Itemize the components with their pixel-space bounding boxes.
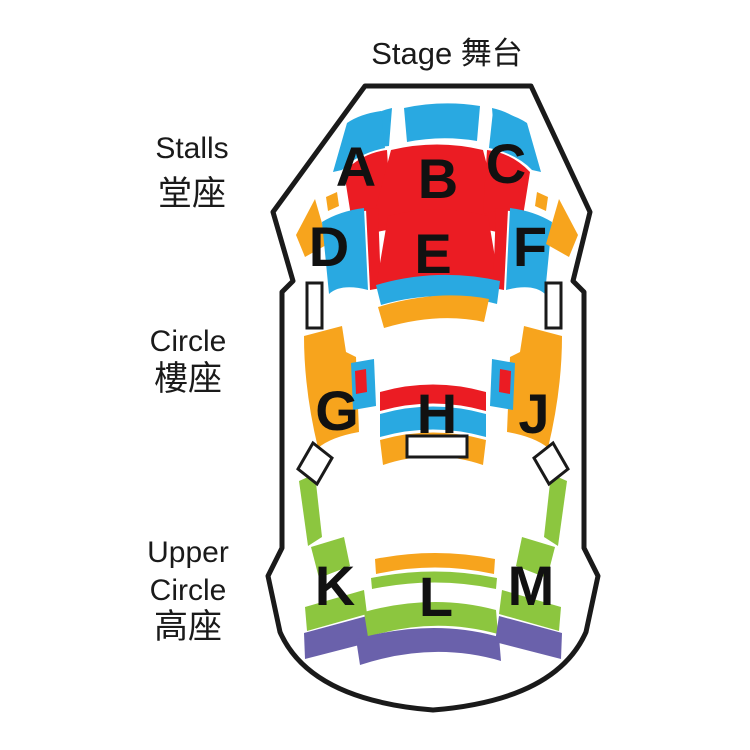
seat-section-circle-left-red[interactable] <box>355 369 367 394</box>
seat-section-circle-right-red[interactable] <box>499 369 511 394</box>
seat-section-stalls-B-red[interactable] <box>369 144 505 235</box>
door-stalls-left <box>305 281 324 330</box>
section-letter-F: F <box>513 215 547 278</box>
section-letter-L: L <box>419 565 453 628</box>
seat-section-stalls-D-blue[interactable] <box>322 208 368 294</box>
section-letter-B: B <box>418 147 458 210</box>
seat-section-stalls-front-center-blue[interactable] <box>404 103 480 142</box>
section-letter-H: H <box>417 382 457 445</box>
seat-section-upper-center-orange-arc[interactable] <box>375 553 495 574</box>
seat-section-upper-M-purple[interactable] <box>495 616 562 659</box>
section-letter-D: D <box>309 215 349 278</box>
doors-group <box>296 281 570 487</box>
seat-section-upper-center-green-arc[interactable] <box>371 571 497 590</box>
venue-outline <box>265 83 601 713</box>
seat-section-stalls-C-blue[interactable] <box>489 111 541 172</box>
circle-label-en: Circle <box>150 325 227 358</box>
stalls-label-en: Stalls <box>155 132 228 165</box>
upper-circle-label-en-1: Upper <box>147 536 229 569</box>
seat-section-stalls-F-orange-diamond[interactable] <box>546 199 578 257</box>
upper-circle-label-zh: 高座 <box>154 608 222 646</box>
upper-circle-label-en-2: Circle <box>150 574 227 607</box>
section-letter-A: A <box>336 135 376 198</box>
seat-blocks-group <box>296 103 578 665</box>
seat-section-stalls-C-red[interactable] <box>483 150 530 216</box>
circle-label-zh: 樓座 <box>154 360 222 398</box>
seat-section-upper-L-green[interactable] <box>364 601 498 637</box>
seat-section-upper-side-left-green[interactable] <box>299 474 322 546</box>
seat-section-stalls-rear-orange-arc[interactable] <box>378 295 489 328</box>
section-letter-M: M <box>508 554 555 617</box>
seat-section-stalls-A-blue[interactable] <box>333 111 385 172</box>
section-letter-C: C <box>486 132 526 195</box>
seat-section-upper-diag-left-green[interactable] <box>311 537 350 578</box>
seat-section-stalls-F-blue[interactable] <box>506 208 552 294</box>
seat-section-circle-H-red-arc[interactable] <box>380 384 486 412</box>
seat-section-stalls-D-red-sliver[interactable] <box>366 208 381 290</box>
seat-section-upper-M-green[interactable] <box>499 590 561 631</box>
seat-section-stalls-C-orange[interactable] <box>535 192 548 211</box>
seat-section-upper-side-right-green[interactable] <box>544 474 567 546</box>
section-letter-K: K <box>315 554 355 617</box>
seat-section-upper-K-green[interactable] <box>305 590 367 631</box>
control-booth <box>405 434 469 459</box>
seat-section-circle-J-orange-wing[interactable] <box>507 326 562 448</box>
seat-section-circle-G-orange-wing[interactable] <box>304 326 359 448</box>
seat-section-stalls-E-red[interactable] <box>376 209 500 288</box>
seat-section-stalls-A-orange[interactable] <box>326 192 339 211</box>
seat-section-stalls-F-red-sliver[interactable] <box>493 208 508 290</box>
stalls-label-zh: 堂座 <box>158 175 226 213</box>
seat-section-circle-H-blue-arc[interactable] <box>380 406 486 438</box>
door-circle-right <box>532 440 570 487</box>
seat-section-upper-diag-right-green[interactable] <box>516 537 555 578</box>
door-stalls-right <box>544 281 563 330</box>
seat-section-upper-L-purple[interactable] <box>356 627 501 665</box>
seat-section-upper-K-purple[interactable] <box>304 616 371 659</box>
door-circle-left <box>296 440 334 487</box>
seat-section-stalls-D-orange-diamond[interactable] <box>296 199 328 257</box>
section-letter-J: J <box>518 382 549 445</box>
section-letter-E: E <box>414 222 451 285</box>
section-letter-G: G <box>315 379 359 442</box>
stage-label: Stage 舞台 <box>371 36 523 71</box>
